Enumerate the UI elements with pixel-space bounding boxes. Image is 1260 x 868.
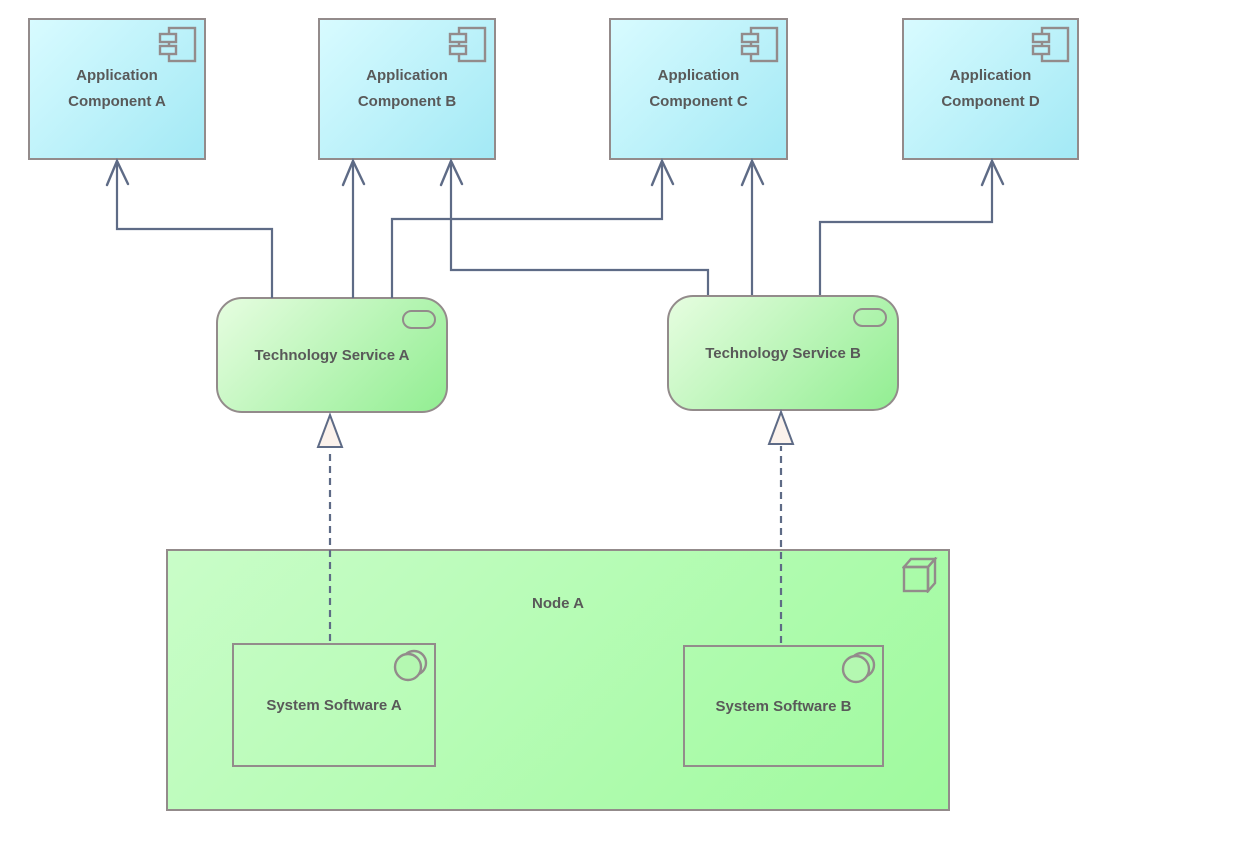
system-software-icon <box>835 651 877 689</box>
technology-service-a[interactable]: Technology Service A <box>216 297 448 413</box>
application-component-d-label: Application Component D <box>941 67 1040 110</box>
serving-arrow-service-b-to-component-b[interactable] <box>439 158 710 295</box>
system-software-b[interactable]: System Software B <box>683 645 884 767</box>
technology-service-b[interactable]: Technology Service B <box>667 295 899 411</box>
system-software-b-label: System Software B <box>715 697 852 715</box>
application-component-b-label: Application Component B <box>357 67 457 110</box>
component-icon <box>1031 26 1071 63</box>
application-component-c[interactable]: Application Component C <box>609 18 788 160</box>
component-icon <box>740 26 780 63</box>
serving-arrow-service-a-to-component-b[interactable] <box>341 158 366 298</box>
application-component-c-label: Application Component C <box>649 67 748 110</box>
technology-service-b-label: Technology Service B <box>705 344 861 362</box>
component-icon <box>158 26 198 63</box>
application-component-a[interactable]: Application Component A <box>28 18 206 160</box>
technology-service-icon <box>402 310 436 329</box>
application-component-a-label: Application Component A <box>68 67 166 110</box>
technology-service-a-label: Technology Service A <box>254 346 410 364</box>
application-component-b[interactable]: Application Component B <box>318 18 496 160</box>
node-a-label: Node A <box>532 595 584 612</box>
system-software-icon <box>387 649 429 687</box>
technology-service-icon <box>853 308 887 327</box>
serving-arrow-service-a-to-component-a[interactable] <box>105 158 274 298</box>
node-cube-icon <box>902 557 940 593</box>
application-component-d[interactable]: Application Component D <box>902 18 1079 160</box>
system-software-a-label: System Software A <box>266 696 402 714</box>
system-software-a[interactable]: System Software A <box>232 643 436 767</box>
serving-arrow-service-b-to-component-d[interactable] <box>818 158 1005 295</box>
serving-arrow-service-b-to-component-c[interactable] <box>740 158 765 295</box>
serving-arrow-service-a-to-component-c[interactable] <box>390 158 675 298</box>
component-icon <box>448 26 488 63</box>
node-a[interactable]: Node A System Software A System Software… <box>166 549 950 811</box>
